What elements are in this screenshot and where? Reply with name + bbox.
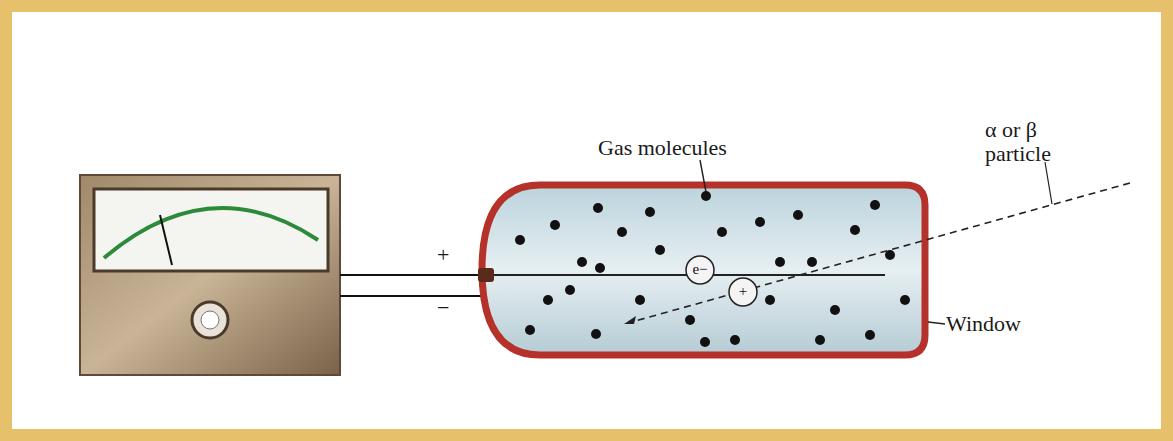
gas-molecule — [577, 257, 587, 267]
gas-molecule — [807, 257, 817, 267]
charge-label: e− — [686, 262, 714, 277]
gas-molecules — [515, 191, 910, 347]
gas-molecule — [701, 191, 711, 201]
gas-molecule — [700, 337, 710, 347]
gas-molecule — [775, 257, 785, 267]
wire — [340, 295, 484, 297]
gas-molecule — [655, 245, 665, 255]
charge-label: + — [729, 284, 757, 299]
particle-track — [628, 183, 1130, 323]
gas-molecule — [865, 330, 875, 340]
gas-molecule — [543, 295, 553, 305]
gas-molecule — [617, 227, 627, 237]
gas-molecule — [850, 225, 860, 235]
leader-line — [700, 160, 706, 192]
gas-molecule — [900, 295, 910, 305]
gas-molecule — [550, 220, 560, 230]
gas-molecule — [645, 207, 655, 217]
gas-molecule — [593, 203, 603, 213]
terminal — [478, 268, 494, 282]
gas-molecule — [591, 329, 601, 339]
electron-circle — [686, 256, 714, 284]
gas-molecule — [515, 235, 525, 245]
wire — [340, 274, 490, 276]
ion-circle — [729, 278, 757, 306]
gas-molecule — [565, 285, 575, 295]
gas-molecule — [755, 217, 765, 227]
gas-molecule — [870, 200, 880, 210]
polarity-sign: − — [437, 296, 449, 320]
gas-molecule — [793, 210, 803, 220]
leader-line — [1045, 162, 1052, 204]
callout-label: Window — [946, 312, 1021, 336]
polarity-sign: + — [437, 243, 449, 267]
meter — [80, 175, 340, 375]
callout-label: Gas molecules — [598, 136, 727, 160]
gas-molecule — [717, 227, 727, 237]
arrowhead — [624, 316, 636, 324]
gas-molecule — [525, 325, 535, 335]
gas-molecule — [595, 263, 605, 273]
leader-line — [928, 322, 945, 324]
gas-molecule — [765, 295, 775, 305]
gas-molecule — [685, 315, 695, 325]
gas-molecule — [730, 335, 740, 345]
gas-molecule — [830, 305, 840, 315]
gas-molecule — [635, 295, 645, 305]
gas-molecule — [815, 335, 825, 345]
callout-label: α or β particle — [985, 118, 1095, 166]
tube — [482, 185, 925, 355]
